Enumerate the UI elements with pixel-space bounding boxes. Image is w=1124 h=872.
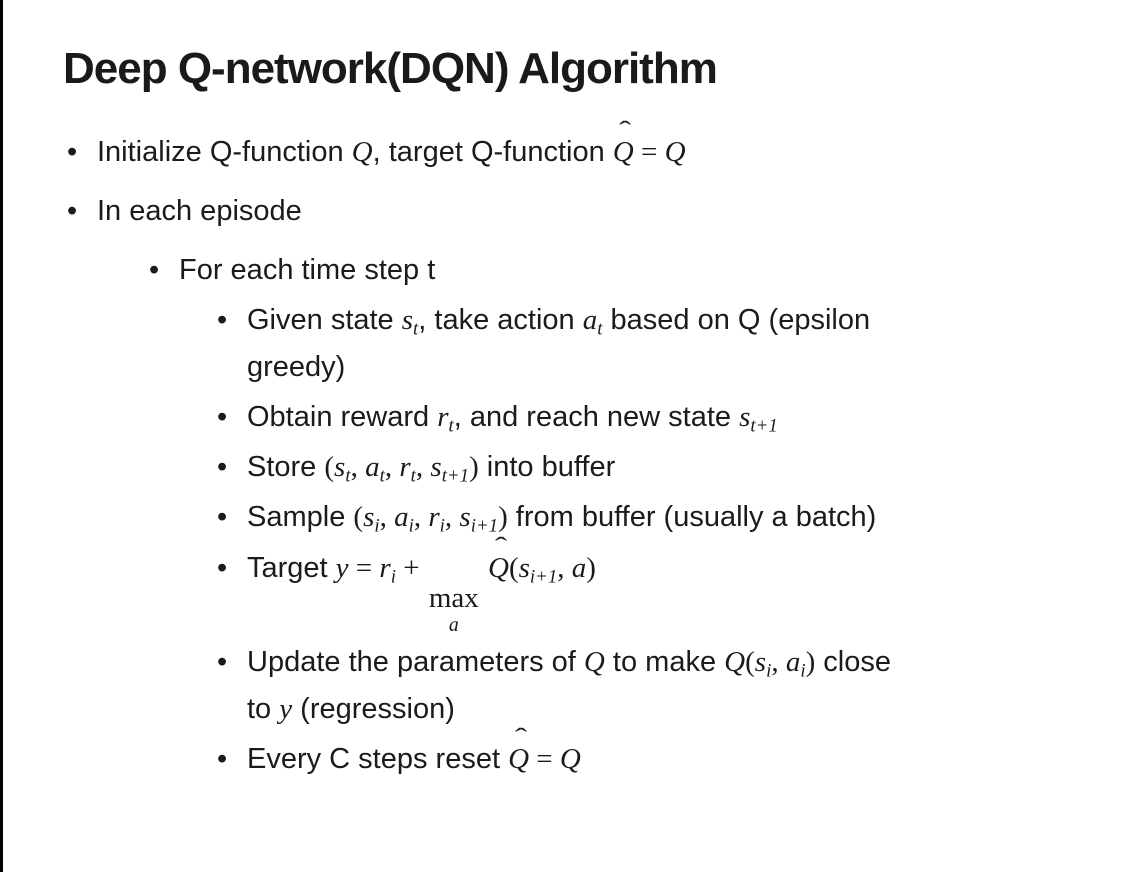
bullet-marker: •: [149, 254, 160, 287]
bullet-line-obtain-reward: • Obtain reward rt, and reach new state …: [3, 394, 1124, 441]
bullet-marker: •: [217, 450, 228, 483]
bullet-marker: •: [67, 135, 78, 168]
slide-title: Deep Q-network(DQN) Algorithm: [63, 44, 718, 93]
bullet-marker: •: [217, 501, 228, 534]
bullet-text: Update the parameters of Q to make Q(si,…: [247, 645, 892, 726]
bullet-text: Given state st, take action at based on …: [247, 303, 871, 384]
bullet-marker: •: [217, 551, 228, 584]
bullet-line-each-episode: • In each episode: [3, 188, 1124, 234]
bullet-line-each-timestep: • For each time step t: [3, 247, 1124, 293]
bullet-marker: •: [217, 303, 228, 336]
bullet-text: Initialize Q-function Q, target Q-functi…: [97, 116, 686, 168]
bullet-line-given-state: • Given state st, take action at based o…: [3, 297, 1124, 391]
bullet-line-initialize: • Initialize Q-function Q, target Q-func…: [3, 116, 1124, 175]
bullet-list: • Initialize Q-function Q, target Q-func…: [3, 116, 1124, 783]
bullet-text: Obtain reward rt, and reach new state st…: [247, 400, 778, 436]
bullet-marker: •: [217, 645, 228, 678]
bullet-text: Sample (si, ai, ri, si+1) from buffer (u…: [247, 501, 877, 537]
bullet-text: For each time step t: [179, 254, 436, 287]
bullet-marker: •: [217, 742, 228, 775]
bullet-marker: •: [67, 194, 78, 227]
bullet-text: In each episode: [97, 194, 302, 227]
bullet-line-store-buffer: • Store (st, at, rt, st+1) into buffer: [3, 444, 1124, 491]
bullet-marker: •: [217, 400, 228, 433]
bullet-line-update-parameters: • Update the parameters of Q to make Q(s…: [3, 639, 1124, 733]
bullet-text: Store (st, at, rt, st+1) into buffer: [247, 450, 616, 487]
bullet-line-sample-buffer: • Sample (si, ai, ri, si+1) from buffer …: [3, 494, 1124, 541]
